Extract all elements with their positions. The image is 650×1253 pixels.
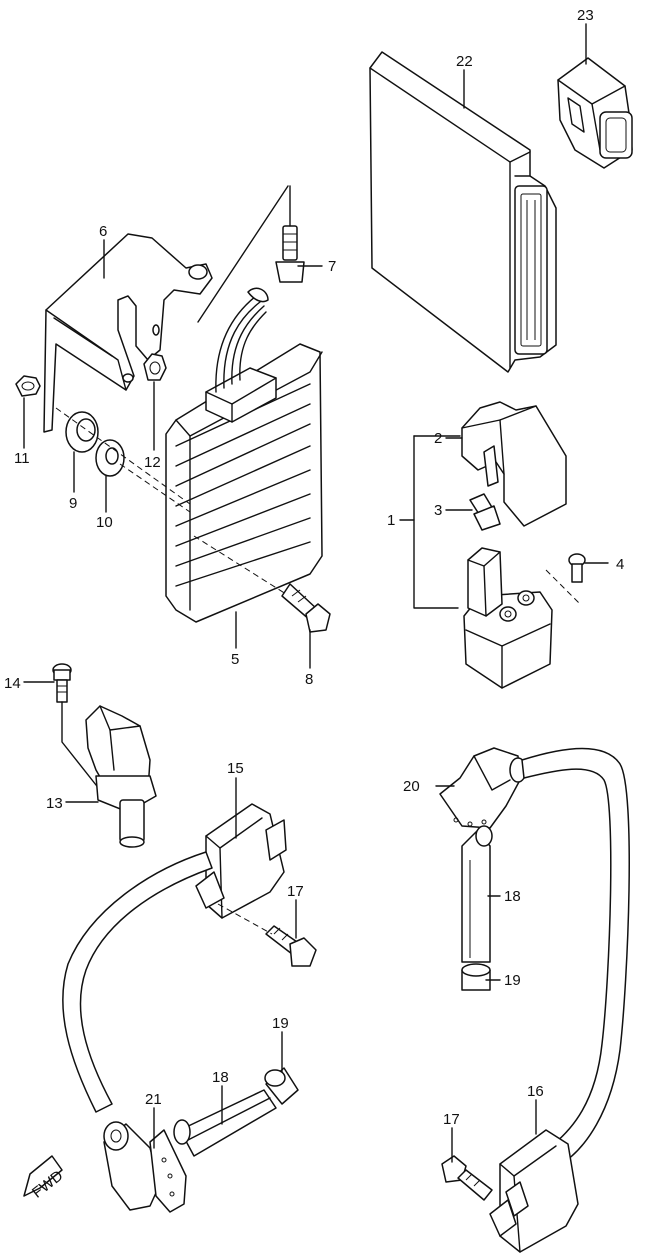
part-17-bolt-lower: [441, 1155, 493, 1201]
callout-8: 8: [305, 671, 313, 688]
part-11-nut: [15, 375, 41, 397]
callout-13: 13: [46, 795, 63, 812]
part-15-ignition-coil: [62, 803, 287, 1113]
callout-7: 7: [328, 258, 336, 275]
part-19-cap-upper: [461, 963, 491, 991]
callout-17-lower: 17: [443, 1111, 460, 1128]
callout-22: 22: [456, 53, 473, 70]
part-23-connector: [557, 57, 633, 169]
callout-12: 12: [144, 454, 161, 471]
part-22-ecu: [369, 51, 557, 373]
part-12-nut: [143, 353, 167, 381]
part-14-bolt: [52, 663, 101, 791]
leader-lines: [23, 23, 609, 1163]
part-1-bracket: [413, 435, 461, 609]
callout-17-upper: 17: [287, 883, 304, 900]
part-9-grommet: [65, 411, 99, 453]
part-1-relay: [463, 547, 553, 689]
part-4-screw: [545, 553, 586, 605]
part-8-bolt: [193, 535, 331, 633]
part-19-cap-lower: [264, 1067, 299, 1105]
callout-11: 11: [14, 450, 30, 467]
part-18-tube-upper: [461, 825, 493, 963]
part-3-fuse: [469, 493, 501, 531]
part-13-sensor: [85, 705, 157, 848]
callout-18-upper: 18: [504, 888, 521, 905]
callout-4: 4: [616, 556, 624, 573]
callout-1: 1: [387, 512, 395, 529]
callout-23: 23: [577, 7, 594, 24]
callout-19-upper: 19: [504, 972, 521, 989]
callout-labels: 22 23 6 7 11 9 10 12 5 8 2 3 1 4 14 13 1…: [4, 7, 624, 1202]
callout-3: 3: [434, 502, 442, 519]
callout-18-lower: 18: [212, 1069, 229, 1086]
part-2-cover: [461, 401, 567, 527]
fwd-arrow-icon: [23, 1155, 63, 1197]
callout-6: 6: [99, 223, 107, 240]
callout-16: 16: [527, 1083, 544, 1100]
callout-5: 5: [231, 651, 239, 668]
callout-2: 2: [434, 430, 442, 447]
callout-15: 15: [227, 760, 244, 777]
part-7-bolt: [275, 185, 305, 283]
callout-21: 21: [145, 1091, 162, 1108]
part-16-ignition-coil: [489, 1129, 579, 1253]
part-18-tube-lower: [173, 1089, 277, 1157]
part-17-bolt-upper: [217, 903, 317, 967]
callout-19-lower: 19: [272, 1015, 289, 1032]
callout-9: 9: [69, 495, 77, 512]
callout-20: 20: [403, 778, 420, 795]
callout-10: 10: [96, 514, 113, 531]
callout-14: 14: [4, 675, 21, 692]
part-5-regulator: [165, 287, 323, 623]
part-6-bracket: [43, 233, 213, 433]
part-21-plug-cap: [103, 1121, 187, 1213]
part-10-collar: [95, 439, 125, 477]
